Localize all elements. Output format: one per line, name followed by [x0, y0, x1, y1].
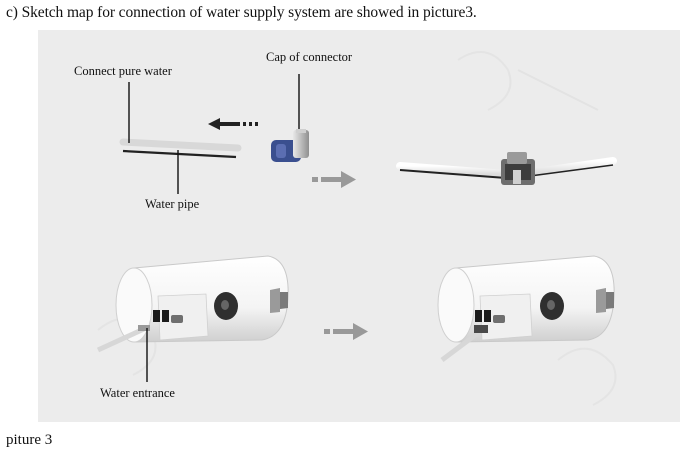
right-arrow-icon-2: [324, 323, 368, 340]
connection-diagram: [96, 51, 617, 406]
connected-pipe: [396, 152, 617, 185]
cap-connector-icon: [271, 74, 309, 162]
label-water-pipe: Water pipe: [145, 197, 200, 211]
connect-line: [128, 82, 179, 194]
document-heading: c) Sketch map for connection of water su…: [6, 4, 477, 21]
connection-figure: Connect pure water Cap of connector Wate…: [38, 30, 680, 422]
figure-caption: piture 3: [6, 432, 53, 448]
watermark: [97, 51, 617, 406]
left-arrow-icon: [208, 118, 258, 130]
water-purifier-connected-icon: [437, 255, 615, 362]
label-connect-pure-water: Connect pure water: [74, 64, 172, 78]
water-pipe: [119, 138, 242, 159]
water-purifier-icon: [96, 255, 289, 353]
right-arrow-icon: [312, 171, 356, 188]
label-water-entrance: Water entrance: [100, 386, 175, 400]
label-cap-of-connector: Cap of connector: [266, 50, 353, 64]
